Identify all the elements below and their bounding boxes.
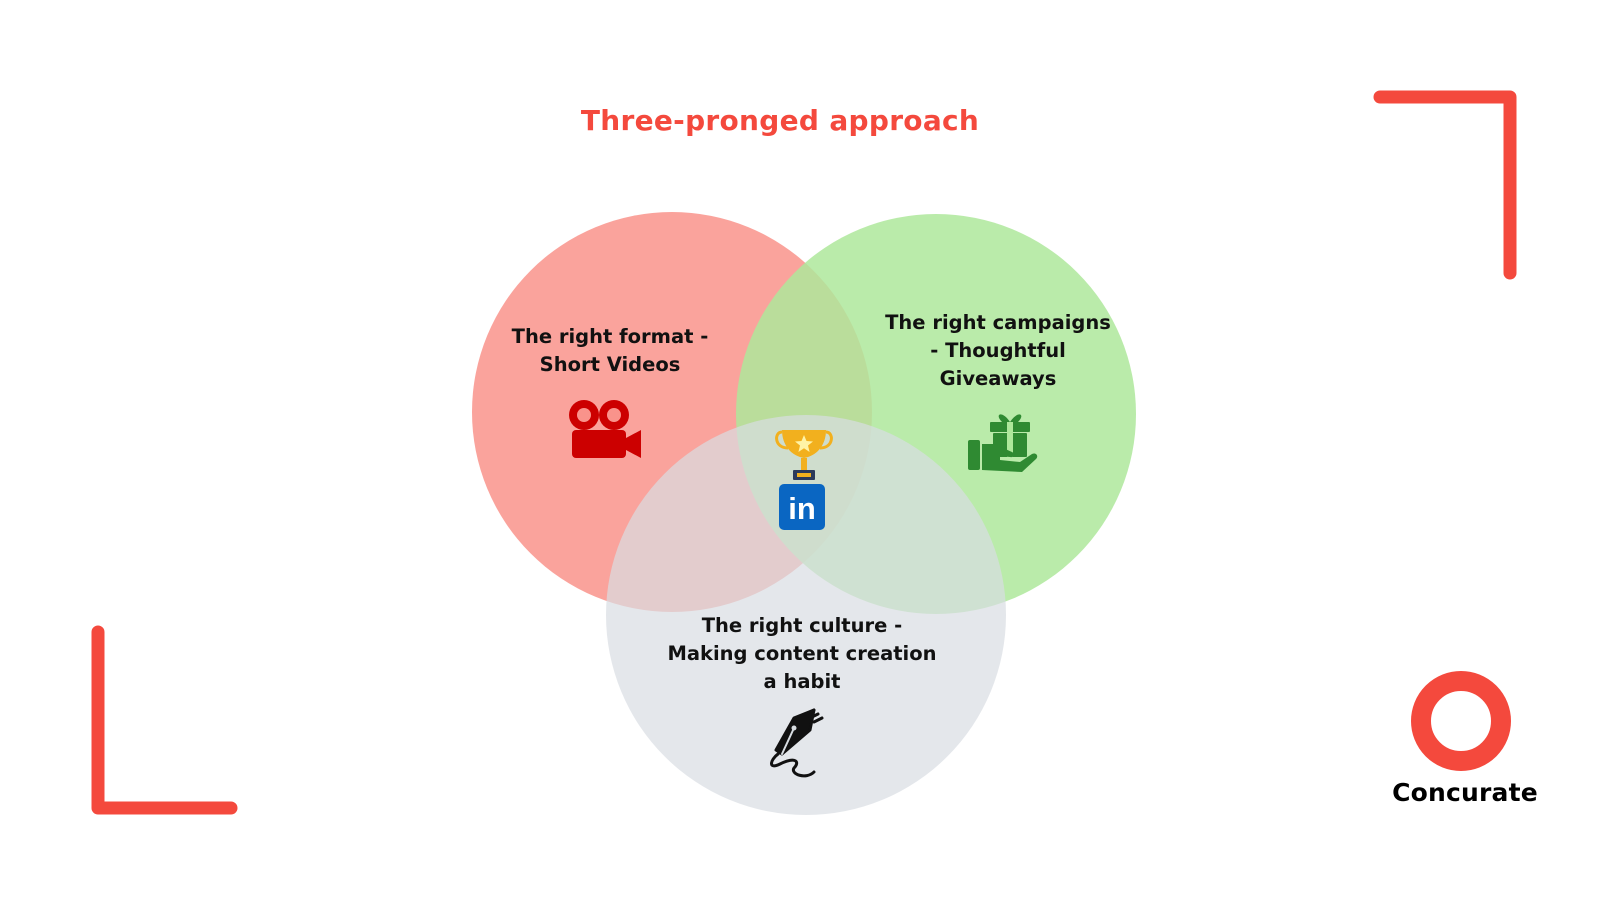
- brand-name: Concurate: [1392, 778, 1538, 807]
- trophy-icon: [775, 430, 833, 480]
- movie-camera-icon: [569, 400, 641, 458]
- campaigns-label: The right campaigns - Thoughtful Giveawa…: [885, 311, 1111, 390]
- page-title: Three-pronged approach: [580, 104, 980, 137]
- culture-label: The right culture - Making content creat…: [667, 614, 937, 693]
- fountain-pen-icon: [770, 708, 824, 778]
- bottom-left-corner-bracket: [91, 625, 238, 815]
- concurate-logo-icon: [1411, 671, 1511, 771]
- linkedin-icon: in: [779, 484, 825, 530]
- gift-in-hand-icon: [968, 414, 1038, 472]
- linkedin-icon-text: in: [788, 491, 816, 526]
- format-label: The right format - Short Videos: [511, 325, 709, 376]
- circle-culture: [606, 415, 1006, 815]
- top-right-corner-bracket: [1373, 90, 1517, 280]
